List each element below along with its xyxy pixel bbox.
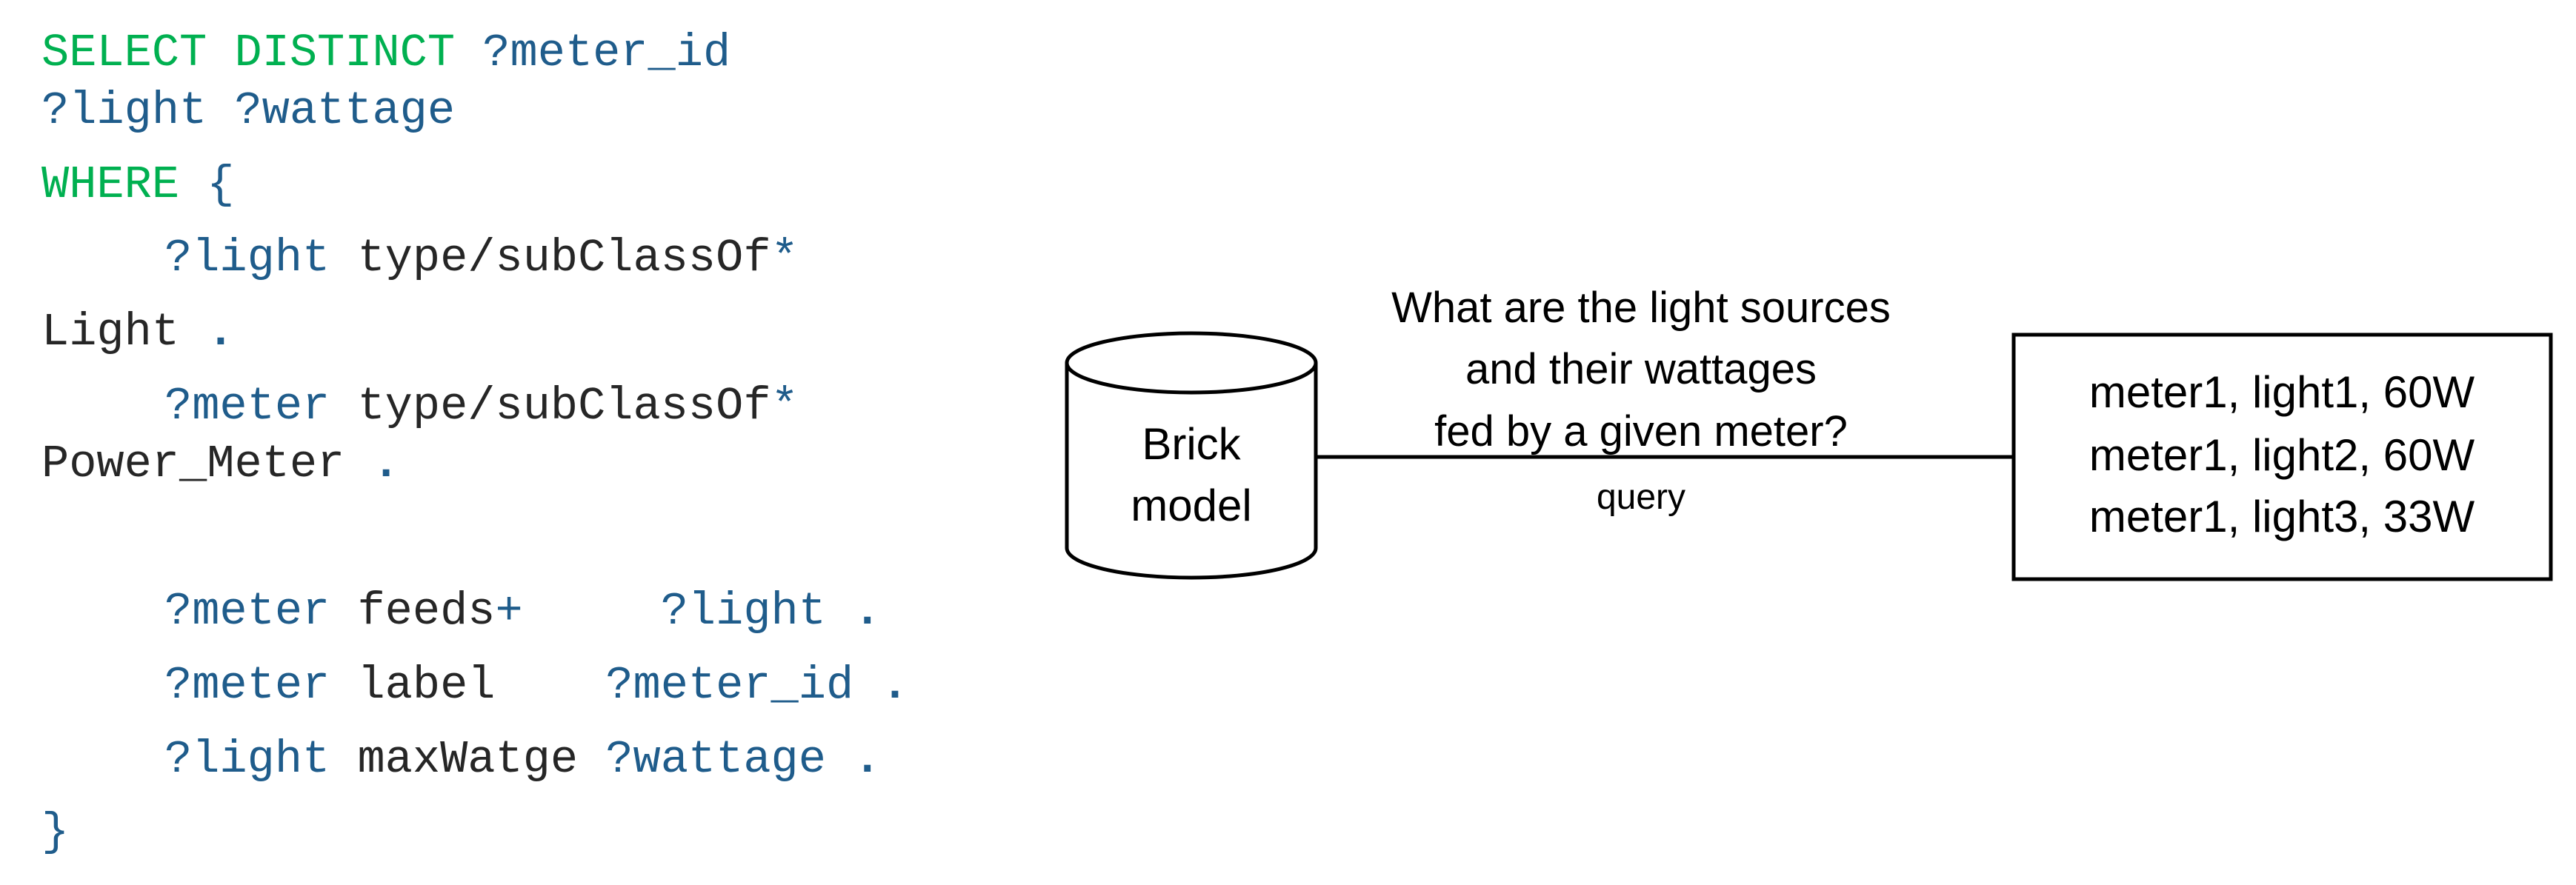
code-token: SELECT DISTINCT <box>41 27 483 79</box>
code-line: ?meter feeds+ ?light . <box>164 589 881 635</box>
code-token: . <box>207 306 235 358</box>
code-line: ?light ?wattage <box>41 88 455 134</box>
code-token: . <box>881 659 909 712</box>
arrow-label: query <box>1597 478 1685 517</box>
diagram-canvas: Brick model What are the light sources a… <box>1065 284 2553 581</box>
result-line-1: meter1, light1, 60W <box>2089 367 2475 417</box>
code-token: . <box>372 438 400 490</box>
code-token: type/subClassOf <box>357 380 771 433</box>
code-line: } <box>41 809 69 855</box>
code-token: ?wattage <box>605 733 854 786</box>
code-line: ?meter type/subClassOf* <box>164 384 799 430</box>
code-token: Light <box>41 306 207 358</box>
result-line-3: meter1, light3, 33W <box>2089 492 2475 541</box>
question-line-1: What are the light sources <box>1391 284 1891 332</box>
code-line: ?light type/subClassOf* <box>164 236 799 281</box>
code-line: ?meter label ?meter_id . <box>164 663 909 709</box>
result-line-2: meter1, light2, 60W <box>2089 430 2475 480</box>
code-token: label <box>357 659 606 712</box>
code-token: } <box>41 806 70 858</box>
code-token: type/subClassOf <box>357 232 771 284</box>
code-line: WHERE { <box>41 162 234 208</box>
code-token: maxWatge <box>357 733 606 786</box>
code-line: SELECT DISTINCT ?meter_id <box>41 30 730 76</box>
code-line: Light . <box>41 310 234 355</box>
code-token: * <box>771 232 799 284</box>
sparql-query-code: SELECT DISTINCT ?meter_id ?light ?wattag… <box>41 0 1042 885</box>
code-line: Power_Meter . <box>41 441 400 487</box>
code-token: . <box>853 585 882 638</box>
code-token: ?meter_id <box>605 659 882 712</box>
code-token: ?meter <box>164 585 358 638</box>
code-token: { <box>207 158 235 211</box>
code-token: * <box>771 380 799 433</box>
code-token: feeds <box>357 585 496 638</box>
code-token: ?meter <box>164 659 358 712</box>
database-label-line-2: model <box>1131 481 1251 530</box>
code-token: ?meter <box>164 380 358 433</box>
database-cylinder-icon <box>1065 331 1318 580</box>
query-flow-diagram: Brick model What are the light sources a… <box>1037 281 2576 592</box>
code-token: ?light ?wattage <box>41 84 456 137</box>
code-token: + ?light <box>495 585 854 638</box>
code-token: ?light <box>164 733 358 786</box>
code-token: Power_Meter <box>41 438 373 490</box>
question-line-3: fed by a given meter? <box>1434 407 1848 455</box>
code-token: ?light <box>164 232 358 284</box>
code-token: . <box>853 733 882 786</box>
code-token: WHERE <box>41 158 207 211</box>
database-label-line-1: Brick <box>1142 419 1241 469</box>
result-box <box>2011 333 2553 581</box>
code-token: ?meter_id <box>482 27 731 79</box>
code-line: ?light maxWatge ?wattage . <box>164 737 881 783</box>
question-line-2: and their wattages <box>1465 345 1817 393</box>
